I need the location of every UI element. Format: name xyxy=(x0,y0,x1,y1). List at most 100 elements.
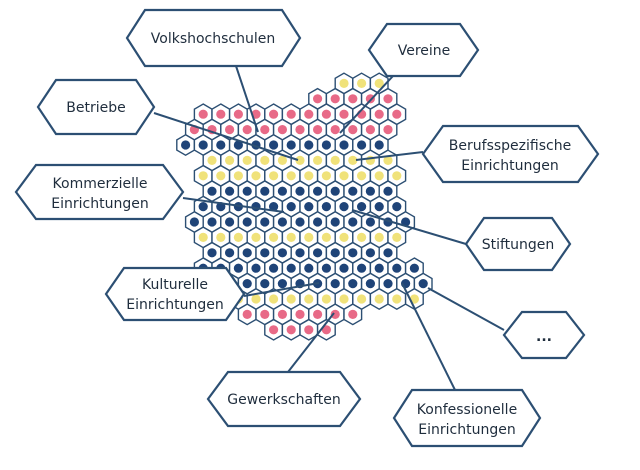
hex-dot xyxy=(286,202,296,212)
callout-betriebe-label: Betriebe xyxy=(66,100,125,116)
hex-dot xyxy=(357,171,367,181)
hex-dot xyxy=(321,263,331,273)
hex-dot xyxy=(251,202,261,212)
hex-dot xyxy=(216,171,226,181)
hex-dot xyxy=(242,125,252,135)
hex-dot xyxy=(286,294,296,304)
hex-dot xyxy=(418,279,428,289)
hex-dot xyxy=(357,263,367,273)
hex-dot xyxy=(295,125,305,135)
hex-dot xyxy=(277,125,287,135)
hex-dot xyxy=(392,202,402,212)
hex-dot xyxy=(260,217,270,227)
callout-kommerzielle-label-2: Einrichtungen xyxy=(51,196,148,212)
hex-dot xyxy=(269,294,279,304)
hex-dot xyxy=(313,217,323,227)
hex-dot xyxy=(392,232,402,242)
hex-dot xyxy=(321,294,331,304)
hex-dot xyxy=(374,294,384,304)
hex-dot xyxy=(295,248,305,258)
hex-dot xyxy=(295,186,305,196)
hex-dot xyxy=(339,171,349,181)
hex-dot xyxy=(330,125,340,135)
hex-dot xyxy=(198,140,208,150)
hex-dot xyxy=(330,94,340,104)
hex-dot xyxy=(392,263,402,273)
hex-dot xyxy=(242,217,252,227)
hex-dot xyxy=(277,217,287,227)
hex-dot xyxy=(286,171,296,181)
hex-dot xyxy=(233,140,243,150)
hex-dot xyxy=(409,263,419,273)
connector-line xyxy=(287,312,335,373)
callout-konfessionelle-label-2: Einrichtungen xyxy=(418,422,515,438)
callout-more: ... xyxy=(502,310,586,360)
hex-dot xyxy=(383,155,393,165)
hex-dot xyxy=(383,279,393,289)
hex-dot xyxy=(277,186,287,196)
connector-line xyxy=(243,282,320,297)
callout-kulturelle-label-2: Einrichtungen xyxy=(126,297,223,313)
hex-dot xyxy=(374,78,384,88)
callout-berufsspezifische-label-2: Einrichtungen xyxy=(461,158,558,174)
hex-dot xyxy=(330,217,340,227)
hex-dot xyxy=(277,155,287,165)
hex-dot xyxy=(251,232,261,242)
callout-konfessionelle-label-1: Konfessionelle xyxy=(417,402,517,418)
hex-dot xyxy=(339,140,349,150)
hex-dot xyxy=(242,248,252,258)
hex-dot xyxy=(277,279,287,289)
callout-konfessionelle: Konfessionelle Einrichtungen xyxy=(392,388,542,448)
connector-line xyxy=(427,287,505,331)
hex-dot xyxy=(233,263,243,273)
hex-dot xyxy=(313,248,323,258)
hex-dot xyxy=(357,78,367,88)
hex-dot xyxy=(304,202,314,212)
connector-line xyxy=(351,209,467,245)
callout-betriebe-frame xyxy=(36,78,156,136)
callout-vereine-label: Vereine xyxy=(398,43,451,59)
hex-dot xyxy=(225,155,235,165)
hex-dot xyxy=(251,171,261,181)
connector-line xyxy=(355,151,424,161)
hex-dot xyxy=(365,186,375,196)
hex-dot xyxy=(348,217,358,227)
hex-dot xyxy=(269,171,279,181)
hex-dot xyxy=(357,140,367,150)
hex-dot xyxy=(189,217,199,227)
connector-line xyxy=(182,197,285,213)
hex-dot xyxy=(207,186,217,196)
hex-dot xyxy=(251,263,261,273)
hex-dot xyxy=(242,186,252,196)
hex-dot xyxy=(286,109,296,119)
hex-dot xyxy=(225,217,235,227)
hex-dot xyxy=(198,109,208,119)
hex-dot xyxy=(295,217,305,227)
hex-dot xyxy=(260,248,270,258)
hex-dot xyxy=(269,325,279,335)
hex-dot xyxy=(330,186,340,196)
callout-gewerkschaften-label: Gewerkschaften xyxy=(227,392,341,408)
callout-kulturelle-label-1: Kulturelle xyxy=(142,277,208,293)
hex-dot xyxy=(260,279,270,289)
callout-volkshochschulen-frame xyxy=(125,8,302,68)
hex-dot xyxy=(348,94,358,104)
hex-dot xyxy=(330,248,340,258)
hex-dot xyxy=(348,309,358,319)
hex-dot xyxy=(216,232,226,242)
hex-dot xyxy=(383,248,393,258)
hex-dot xyxy=(374,232,384,242)
callout-kommerzielle: Kommerzielle Einrichtungen xyxy=(14,163,185,221)
hex-dot xyxy=(321,325,331,335)
hex-dot xyxy=(242,155,252,165)
callout-berufsspezifische-frame xyxy=(421,124,600,184)
hex-dot xyxy=(339,202,349,212)
hex-dot xyxy=(321,232,331,242)
hex-dot xyxy=(260,309,270,319)
callout-kommerzielle-frame xyxy=(14,163,185,221)
hex-dot xyxy=(330,155,340,165)
hex-dot xyxy=(321,140,331,150)
hex-dot xyxy=(330,309,340,319)
hex-dot xyxy=(383,94,393,104)
